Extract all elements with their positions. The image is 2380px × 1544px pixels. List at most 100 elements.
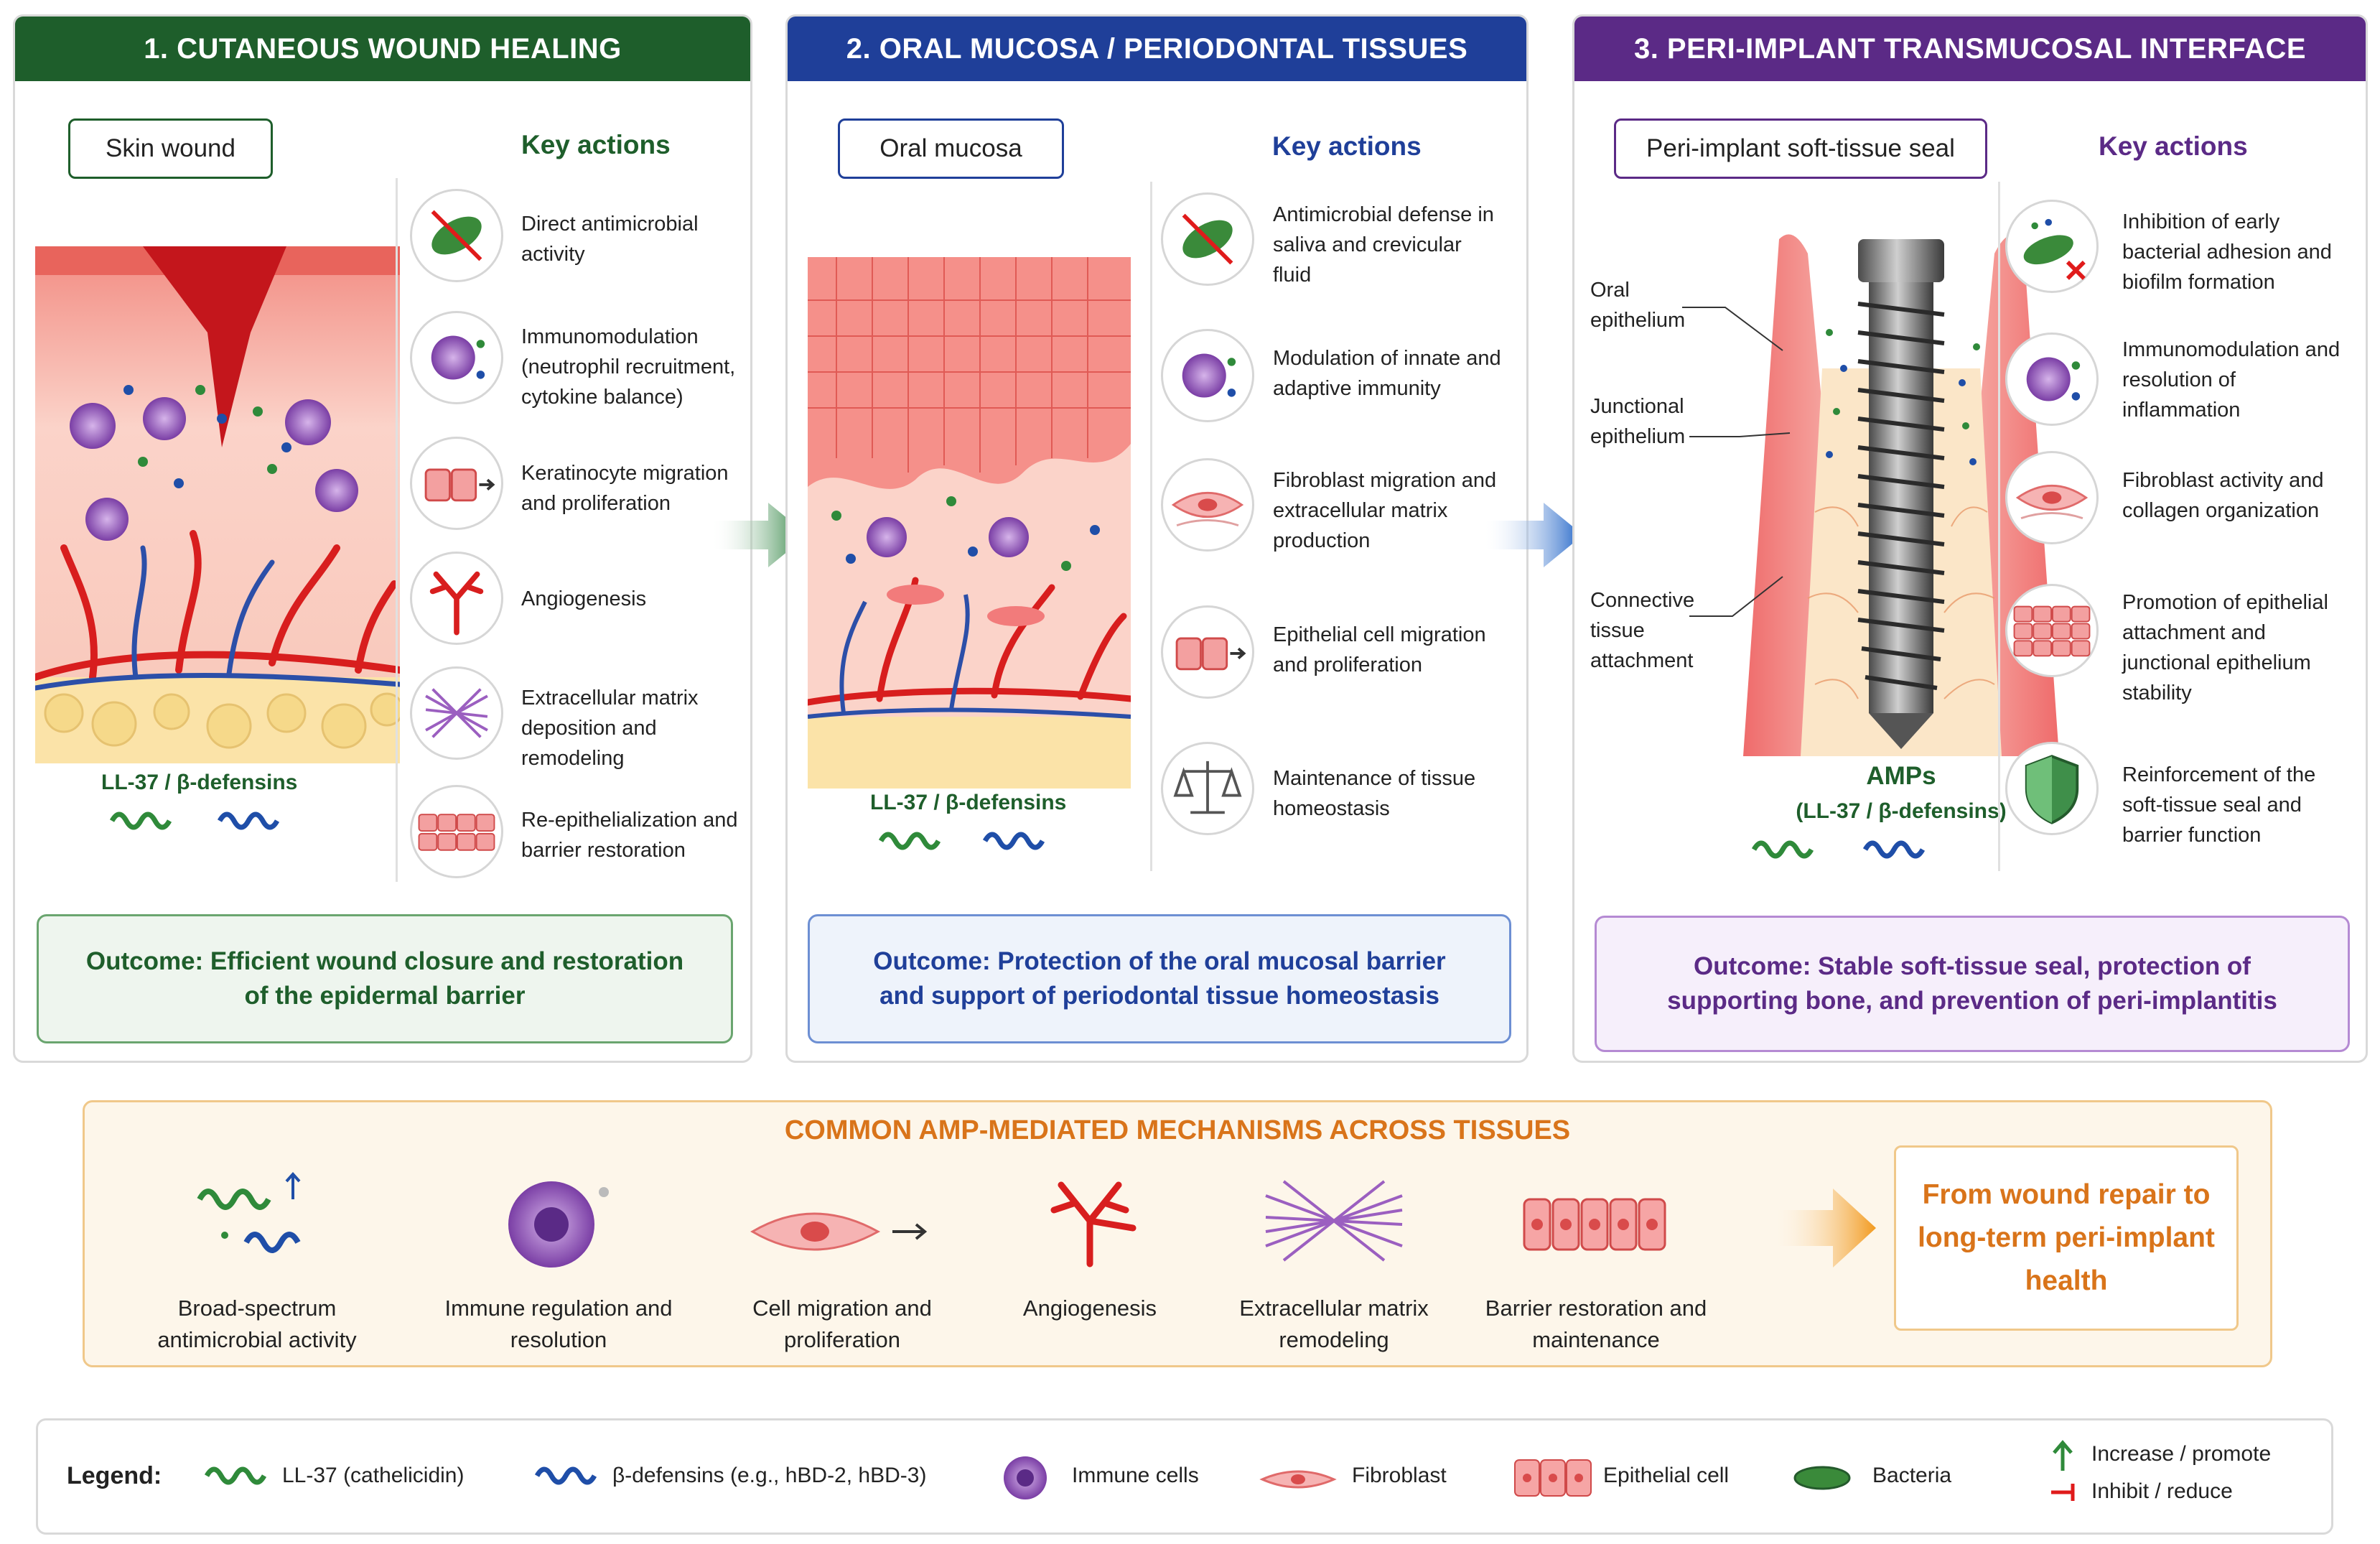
keratinocyte-migration-icon — [410, 437, 503, 530]
beta-defensin-symbol — [1862, 840, 1926, 859]
skin-wound-illustration — [35, 246, 400, 763]
mechanism-ecm-remodeling: Extracellular matrix remodeling — [1239, 1296, 1429, 1352]
beta-defensin-symbol — [982, 832, 1045, 850]
common-mechanisms-box: COMMON AMP-MEDIATED MECHANISMS ACROSS TI… — [83, 1100, 2272, 1367]
ll37-symbol — [878, 832, 941, 850]
mechanism-barrier-restoration: Barrier restoration and maintenance — [1485, 1296, 1707, 1352]
panel-1-action-2: Immunomodulation (neutrophil recruitment… — [521, 325, 736, 409]
panel-peri-implant-interface: 3. PERI-IMPLANT TRANSMUCOSAL INTERFACE P… — [1572, 14, 2368, 1063]
mechanism-angiogenesis: Angiogenesis — [1022, 1296, 1157, 1321]
balance-scale-icon — [1161, 742, 1254, 835]
panel-3-action-4: Promotion of epithelial attachment and j… — [2122, 591, 2328, 704]
panel-1-action-4: Angiogenesis — [521, 587, 647, 610]
panel-3-action-1: Inhibition of early bacterial adhesion a… — [2122, 210, 2332, 294]
legend-ll37-label: LL-37 (cathelicidin) — [282, 1464, 465, 1487]
mechanism-antimicrobial: Broad-spectrum antimicrobial activity — [157, 1296, 357, 1352]
common-arrow — [1765, 1189, 1876, 1268]
panel-1-action-6: Re-epithelialization and barrier restora… — [521, 809, 738, 862]
panel-3-action-2: Immunomodulation and resolution of infla… — [2122, 338, 2341, 422]
label-junctional-epithelium: Junctional epithelium — [1590, 395, 1686, 448]
panel-2-key-actions-title: Key actions — [1272, 131, 1422, 161]
panel-1-action-3: Keratinocyte migration and proliferation — [521, 462, 729, 515]
ll37-symbol — [109, 811, 172, 830]
amps-label: (LL-37 / β-defensins) — [1796, 799, 2007, 823]
legend-epithelial-label: Epithelial cell — [1603, 1464, 1730, 1487]
legend-epithelial-icon — [1514, 1459, 1592, 1497]
panel-1-action-1: Direct antimicrobial activity — [521, 213, 699, 266]
panel-2-action-2: Modulation of innate and adaptive immuni… — [1273, 347, 1501, 400]
panel-1-outcome: Outcome: Efficient wound closure and res… — [37, 914, 733, 1043]
increase-arrow-icon — [2053, 1440, 2073, 1471]
inhibit-bar-icon — [2051, 1484, 2075, 1501]
panel-2-action-4: Epithelial cell migration and proliferat… — [1273, 623, 1486, 676]
ecm-remodeling-icon — [1265, 1180, 1403, 1262]
bacteria-inhibited-icon — [1161, 192, 1254, 286]
legend-increase-label: Increase / promote — [2091, 1442, 2272, 1466]
fibroblast-icon — [1161, 458, 1254, 552]
epithelial-attachment-icon — [2005, 584, 2099, 677]
panel-3-key-actions-title: Key actions — [2099, 131, 2248, 161]
epithelial-migration-icon — [1161, 605, 1254, 699]
panel-cutaneous-wound-healing: 1. CUTANEOUS WOUND HEALING Skin wound Ke… — [13, 14, 752, 1063]
bacteria-inhibited-icon — [410, 189, 503, 282]
legend-title: Legend: — [67, 1462, 162, 1489]
panel-2-action-1: Antimicrobial defense in saliva and crev… — [1273, 203, 1494, 287]
mechanism-cell-migration: Cell migration and proliferation — [752, 1296, 932, 1352]
cell-migration-icon — [750, 1212, 928, 1251]
panel-2-action-5: Maintenance of tissue homeostasis — [1273, 767, 1476, 820]
legend-defensin-label: β-defensins (e.g., hBD-2, hBD-3) — [612, 1464, 927, 1487]
epithelial-barrier-icon — [410, 785, 503, 878]
common-mechanisms-title: COMMON AMP-MEDIATED MECHANISMS ACROSS TI… — [784, 1115, 1571, 1145]
legend-fibroblast-icon — [1259, 1470, 1337, 1489]
panel-1-action-5: Extracellular matrix deposition and remo… — [521, 687, 699, 770]
panel-3-action-5: Reinforcement of the soft-tissue seal an… — [2122, 763, 2316, 847]
beta-defensin-symbol — [217, 811, 280, 830]
bacteria-adhesion-inhibited-icon — [2005, 200, 2099, 293]
panel-3-divider — [1998, 182, 2000, 871]
legend-box: Legend: LL-37 (cathelicidin) β-defensins… — [36, 1418, 2333, 1535]
peri-implant-illustration — [1743, 234, 2059, 756]
panel-3-outcome: Outcome: Stable soft-tissue seal, protec… — [1595, 916, 2350, 1052]
panel-2-action-3: Fibroblast migration and extracellular m… — [1273, 469, 1497, 552]
panel-2-divider — [1150, 182, 1152, 871]
peri-implant-seal-tag: Peri-implant soft-tissue seal — [1614, 118, 1987, 179]
skin-wound-tag: Skin wound — [68, 118, 273, 179]
label-oral-epithelium: Oral epithelium — [1590, 279, 1686, 332]
arrow-panel1-to-panel2 — [711, 503, 808, 567]
legend-immune-cell-label: Immune cells — [1072, 1464, 1199, 1487]
panel-oral-mucosa: 2. ORAL MUCOSA / PERIODONTAL TISSUES Ora… — [785, 14, 1529, 1063]
antimicrobial-mechanism-icon — [197, 1172, 301, 1253]
ll37-symbol — [1751, 840, 1814, 859]
conclusion-box: From wound repair to long-term peri-impl… — [1894, 1145, 2239, 1331]
panel-3-action-3: Fibroblast activity and collagen organiz… — [2122, 469, 2324, 522]
label-leader-lines — [1682, 307, 1791, 617]
legend-defensin-icon — [534, 1466, 597, 1485]
panel-3-header: 3. PERI-IMPLANT TRANSMUCOSAL INTERFACE — [1574, 17, 2366, 81]
legend-bacteria-icon — [1793, 1466, 1851, 1490]
panel-1-key-actions-title: Key actions — [521, 130, 671, 159]
legend-bacteria-label: Bacteria — [1872, 1464, 1952, 1487]
legend-ll37-icon — [204, 1466, 267, 1485]
shield-icon — [2005, 742, 2099, 835]
panel-1-amp-label: LL-37 / β-defensins — [101, 771, 298, 794]
angiogenesis-icon — [410, 552, 503, 645]
legend-fibroblast-label: Fibroblast — [1352, 1464, 1447, 1487]
immune-cell-icon — [2005, 332, 2099, 426]
angiogenesis-mechanism-icon — [1050, 1181, 1137, 1268]
immune-regulation-icon — [508, 1181, 609, 1268]
panel-1-header: 1. CUTANEOUS WOUND HEALING — [15, 17, 750, 81]
legend-immune-cell-icon — [1004, 1456, 1047, 1499]
barrier-restoration-icon — [1523, 1198, 1666, 1251]
legend-inhibit-label: Inhibit / reduce — [2091, 1479, 2233, 1503]
fibroblast-icon — [2005, 451, 2099, 544]
oral-mucosa-illustration — [808, 257, 1131, 789]
label-connective-tissue: Connective tissue attachment — [1590, 589, 1695, 672]
mechanism-immune-regulation: Immune regulation and resolution — [444, 1296, 673, 1352]
panel-2-outcome: Outcome: Protection of the oral mucosal … — [808, 914, 1511, 1043]
extracellular-matrix-icon — [410, 666, 503, 760]
panel-1-divider — [396, 178, 398, 882]
panel-2-header: 2. ORAL MUCOSA / PERIODONTAL TISSUES — [788, 17, 1526, 81]
oral-mucosa-tag: Oral mucosa — [838, 118, 1064, 179]
amps-title: AMPs — [1866, 762, 1936, 790]
immune-cell-icon — [1161, 329, 1254, 422]
